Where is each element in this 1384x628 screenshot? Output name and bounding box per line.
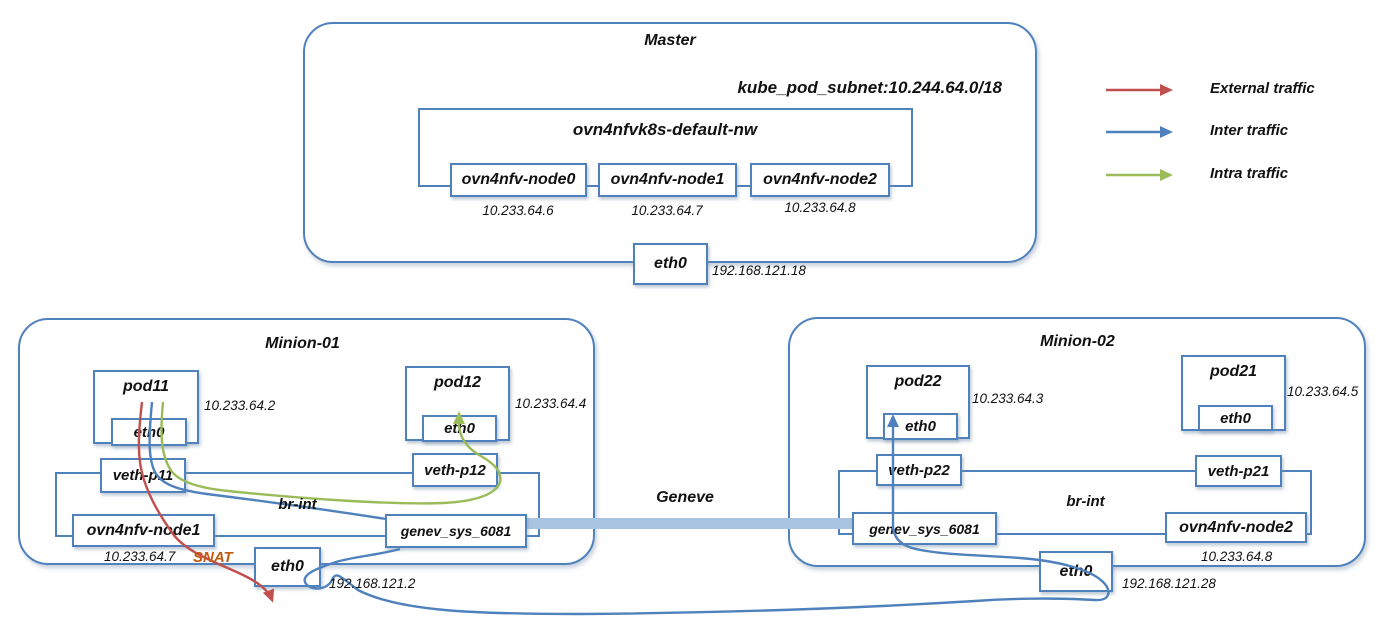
minion01-eth0-ip: 192.168.121.2 <box>329 576 416 591</box>
minion02-brint-label: br-int <box>1066 493 1105 510</box>
pod11-eth0-label: eth0 <box>133 423 165 441</box>
master-network-title: ovn4nfvk8s-default-nw <box>572 120 758 139</box>
veth-p12-box: veth-p12 <box>412 453 498 487</box>
master-node2-label: ovn4nfv-node2 <box>763 171 877 188</box>
legend-intra-label: Intra traffic <box>1210 165 1289 182</box>
pod12-eth0-label: eth0 <box>444 420 475 437</box>
minion02-eth0-ip: 192.168.121.28 <box>1122 576 1216 591</box>
pod21-label: pod21 <box>1209 363 1258 380</box>
veth-p22-label: veth-p22 <box>888 461 950 479</box>
minion01-brint-label: br-int <box>278 496 317 513</box>
pod22-eth0-box: eth0 <box>883 413 958 440</box>
pod12-label: pod12 <box>433 374 482 391</box>
minion02-eth0-box: eth0 <box>1039 551 1113 592</box>
pod22-label: pod22 <box>894 373 942 390</box>
minion01-eth0-box: eth0 <box>254 547 321 587</box>
master-eth0-ip: 192.168.121.18 <box>712 263 806 278</box>
snat-label: SNAT <box>193 549 233 566</box>
minion01-genev-box: genev_sys_6081 <box>385 514 527 548</box>
master-node1-label: ovn4nfv-node1 <box>610 171 725 188</box>
minion01-eth0-label: eth0 <box>271 558 304 575</box>
minion02-ovn-node-ip: 10.233.64.8 <box>1201 549 1273 564</box>
veth-p22-box: veth-p22 <box>876 454 962 486</box>
master-node1-ip: 10.233.64.7 <box>631 203 703 218</box>
master-node2-box: ovn4nfv-node2 <box>750 163 890 197</box>
legend-external-label: External traffic <box>1210 80 1315 97</box>
master-eth0-box: eth0 <box>633 243 708 285</box>
minion01-ovn-node-ip: 10.233.64.7 <box>104 549 176 564</box>
master-subnet-label: kube_pod_subnet:10.244.64.0/18 <box>737 78 1002 97</box>
legend-inter-label: Inter traffic <box>1210 122 1289 139</box>
pod22-eth0-label: eth0 <box>905 418 936 435</box>
veth-p21-box: veth-p21 <box>1195 455 1282 487</box>
geneve-label: Geneve <box>656 489 714 506</box>
geneve-tunnel-band <box>527 518 853 529</box>
pod12-ip: 10.233.64.4 <box>515 396 587 411</box>
master-node0-box: ovn4nfv-node0 <box>450 163 587 197</box>
veth-p12-label: veth-p12 <box>424 461 486 479</box>
pod12-eth0-box: eth0 <box>422 415 497 442</box>
pod11-eth0-box: eth0 <box>111 418 187 446</box>
master-node0-label: ovn4nfv-node0 <box>461 171 576 188</box>
minion02-genev-label: genev_sys_6081 <box>869 520 980 537</box>
master-node2-ip: 10.233.64.8 <box>784 200 856 215</box>
master-eth0-label: eth0 <box>654 255 687 272</box>
veth-p11-box: veth-p11 <box>100 458 186 493</box>
minion02-ovn-node-label: ovn4nfv-node2 <box>1179 518 1293 536</box>
minion02-eth0-label: eth0 <box>1059 562 1093 580</box>
minion01-genev-label: genev_sys_6081 <box>400 523 512 539</box>
minion02-ovn-node-box: ovn4nfv-node2 <box>1165 512 1307 543</box>
veth-p11-label: veth-p11 <box>112 467 174 484</box>
pod21-ip: 10.233.64.5 <box>1287 384 1359 399</box>
pod21-eth0-box: eth0 <box>1198 405 1273 431</box>
master-title: Master <box>644 32 696 49</box>
pod11-label: pod11 <box>123 378 169 395</box>
veth-p21-label: veth-p21 <box>1207 462 1270 480</box>
pod22-ip: 10.233.64.3 <box>972 391 1044 406</box>
minion02-title: Minion-02 <box>1040 333 1115 350</box>
pod21-eth0-label: eth0 <box>1220 409 1251 427</box>
pod11-ip: 10.233.64.2 <box>204 398 276 413</box>
minion02-genev-box: genev_sys_6081 <box>852 512 997 545</box>
master-node0-ip: 10.233.64.6 <box>482 203 554 218</box>
minion01-ovn-node-box: ovn4nfv-node1 <box>72 514 215 547</box>
minion01-ovn-node-label: ovn4nfv-node1 <box>86 521 201 539</box>
minion01-title: Minion-01 <box>265 335 340 352</box>
master-node1-box: ovn4nfv-node1 <box>598 163 737 197</box>
